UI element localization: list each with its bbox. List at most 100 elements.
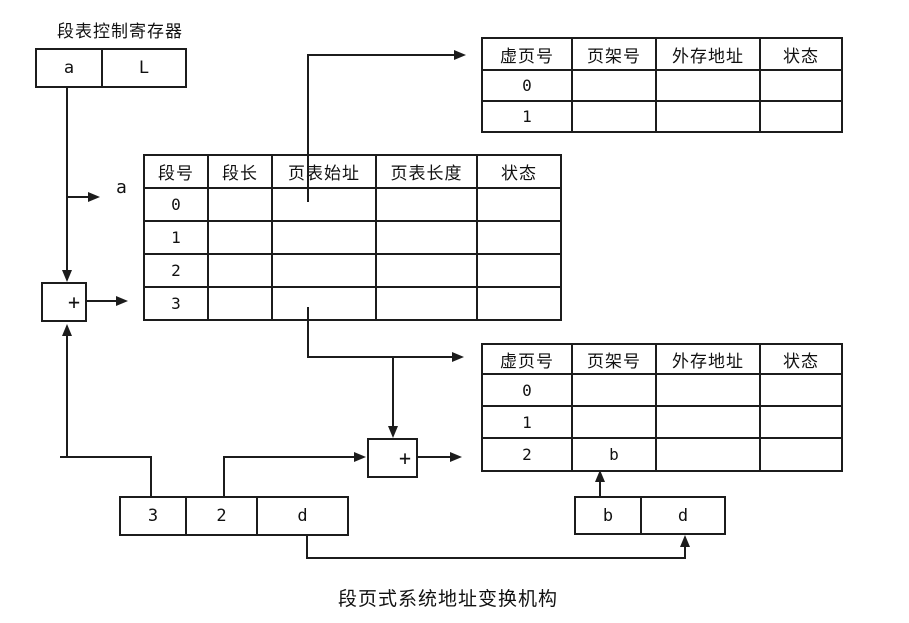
table-cell (271, 187, 377, 222)
address-cell-frame: b (602, 505, 614, 526)
register-cell-base: a (63, 58, 75, 78)
arrow-up-icon (595, 470, 605, 482)
table-cell (571, 69, 657, 102)
page-table-row: 0 (481, 373, 843, 407)
table-cell: 2 (143, 253, 209, 288)
segment-table-header: 状态 (476, 154, 562, 189)
connector-line (66, 196, 89, 198)
table-cell (375, 253, 478, 288)
arrow-right-icon (354, 452, 366, 462)
segment-table-header: 页表始址 (271, 154, 377, 189)
segment-control-register: a L (35, 48, 187, 88)
connector-line (307, 356, 453, 358)
segment-table-header: 段长 (207, 154, 273, 189)
page-table-row: 2 b (481, 437, 843, 472)
table-cell (207, 220, 273, 255)
table-cell (476, 220, 562, 255)
arrow-up-icon (62, 324, 72, 336)
table-cell (375, 187, 478, 222)
table-cell (271, 286, 377, 321)
segment-register-title: 段表控制寄存器 (57, 22, 183, 42)
table-cell (759, 405, 843, 439)
table-cell (476, 187, 562, 222)
address-cell-offset: d (256, 498, 347, 534)
page-table-header: 状态 (759, 343, 843, 375)
table-cell: 1 (481, 100, 573, 133)
arrow-right-icon (452, 352, 464, 362)
table-cell: 1 (481, 405, 573, 439)
logical-address-register: 3 2 d (119, 496, 349, 536)
register-cell-length: L (101, 50, 185, 86)
address-cell-offset: d (640, 498, 724, 533)
page-table-bottom: 虚页号 页架号 外存地址 状态 0 1 2 b (481, 343, 843, 472)
table-cell (759, 100, 843, 133)
plus-symbol: + (398, 446, 411, 470)
table-cell (375, 220, 478, 255)
table-cell (571, 405, 657, 439)
segment-table-row: 1 (143, 220, 562, 255)
connector-line (684, 546, 686, 558)
table-cell: 0 (481, 69, 573, 102)
connector-line (66, 335, 68, 457)
table-cell (271, 220, 377, 255)
table-cell (655, 100, 761, 133)
page-table-row: 1 (481, 405, 843, 439)
segment-table-header: 段号 (143, 154, 209, 189)
connector-line (223, 456, 355, 458)
adder-page: + (367, 438, 418, 478)
arrow-up-icon (680, 535, 690, 547)
connector-line (307, 307, 309, 358)
page-table-header: 状态 (759, 37, 843, 71)
connector-line (66, 87, 68, 272)
arrow-right-icon (450, 452, 462, 462)
connector-line (306, 557, 686, 559)
table-cell (759, 373, 843, 407)
connector-line (150, 456, 152, 496)
segment-table-row: 2 (143, 253, 562, 288)
table-cell: 3 (143, 286, 209, 321)
address-cell-page: 2 (185, 498, 256, 534)
page-table-header: 页架号 (571, 343, 657, 375)
connector-line (223, 457, 225, 496)
connector-line (306, 536, 308, 559)
table-cell (655, 405, 761, 439)
arrow-down-icon (62, 270, 72, 282)
table-cell: 0 (143, 187, 209, 222)
page-table-header: 虚页号 (481, 37, 573, 71)
table-cell (759, 437, 843, 472)
adder-segment: + (41, 282, 87, 322)
table-cell (271, 253, 377, 288)
address-cell-segment: 3 (147, 506, 159, 526)
connector-line (307, 54, 456, 56)
frame-address-register: b d (574, 496, 726, 535)
arrow-down-icon (388, 426, 398, 438)
segment-table-row: 0 (143, 187, 562, 222)
connector-line (392, 356, 394, 427)
page-table-row: 1 (481, 100, 843, 133)
connector-line (307, 54, 309, 202)
page-table-header: 外存地址 (655, 37, 761, 71)
diagram-caption: 段页式系统地址变换机构 (337, 588, 558, 610)
table-cell (207, 187, 273, 222)
page-table-header: 页架号 (571, 37, 657, 71)
page-table-top: 虚页号 页架号 外存地址 状态 0 1 (481, 37, 843, 133)
table-cell (571, 100, 657, 133)
table-cell (655, 69, 761, 102)
arrow-right-icon (116, 296, 128, 306)
table-cell (655, 373, 761, 407)
table-cell: 0 (481, 373, 573, 407)
table-cell (476, 253, 562, 288)
table-cell (375, 286, 478, 321)
arrow-right-icon (454, 50, 466, 60)
page-table-header: 虚页号 (481, 343, 573, 375)
table-cell (571, 373, 657, 407)
table-cell (655, 437, 761, 472)
table-cell (476, 286, 562, 321)
segment-table-base-label: a (116, 177, 127, 198)
connector-line (87, 300, 117, 302)
page-table-row: 0 (481, 69, 843, 102)
connector-line (60, 456, 152, 458)
plus-symbol: + (67, 290, 80, 314)
arrow-right-icon (88, 192, 100, 202)
